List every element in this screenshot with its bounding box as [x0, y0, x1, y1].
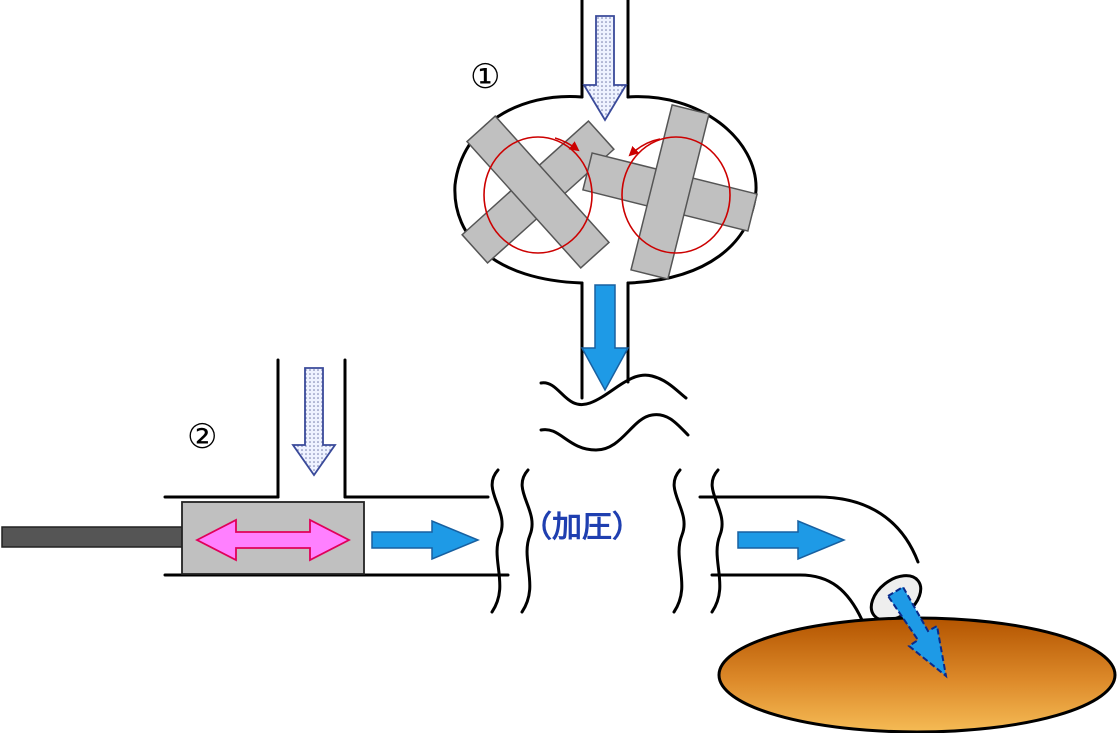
dotted-down-arrow-icon — [291, 367, 337, 477]
piston-pump: ② — [1, 358, 510, 577]
rotary-pipe-break-top — [539, 373, 688, 407]
dotted-down-arrow-icon — [582, 15, 628, 122]
dashed-injection-arrow-icon — [886, 585, 948, 679]
nozzle-pipe-top — [698, 495, 920, 564]
left-rotor-icon — [461, 115, 615, 269]
right-rotor-icon — [582, 104, 758, 280]
nozzle-pipe — [698, 495, 923, 622]
blue-flow-arrow-icon — [371, 519, 480, 561]
blue-flow-arrow-icon — [580, 284, 630, 392]
piston-rod — [1, 526, 185, 548]
left-rotation-arrow-icon — [554, 137, 580, 152]
pipe-break-left-1 — [490, 468, 504, 614]
pump-two-label: ② — [187, 417, 217, 457]
nozzle-pipe-bottom — [710, 573, 864, 622]
double-headed-arrow-icon — [195, 518, 351, 562]
rotary-pipe-break-bottom — [539, 413, 690, 452]
pipe-break-right-2 — [710, 468, 724, 614]
left-rotation-indicator — [483, 136, 593, 254]
rotary-pump: ① — [453, 0, 758, 400]
pipe-break-right-1 — [672, 468, 686, 614]
rotary-pump-casing — [453, 95, 758, 285]
pipe-break-left-2 — [520, 468, 534, 614]
pressurized-label: （加圧） — [522, 510, 642, 545]
right-rotation-arrow-icon — [628, 138, 661, 157]
blue-flow-arrow-icon — [737, 519, 846, 561]
pump-one-label: ① — [470, 57, 500, 97]
right-rotation-indicator — [621, 136, 731, 254]
